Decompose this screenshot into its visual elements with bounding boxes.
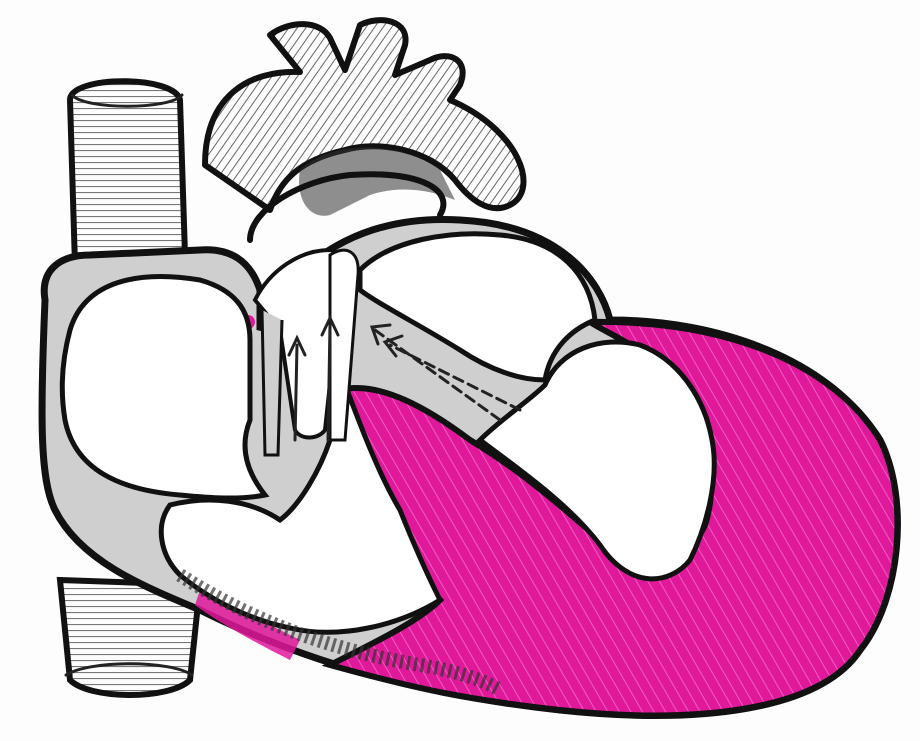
outflow-tracts: [255, 250, 358, 455]
aortic-arch: [205, 20, 524, 240]
right-atrium: [62, 277, 265, 499]
